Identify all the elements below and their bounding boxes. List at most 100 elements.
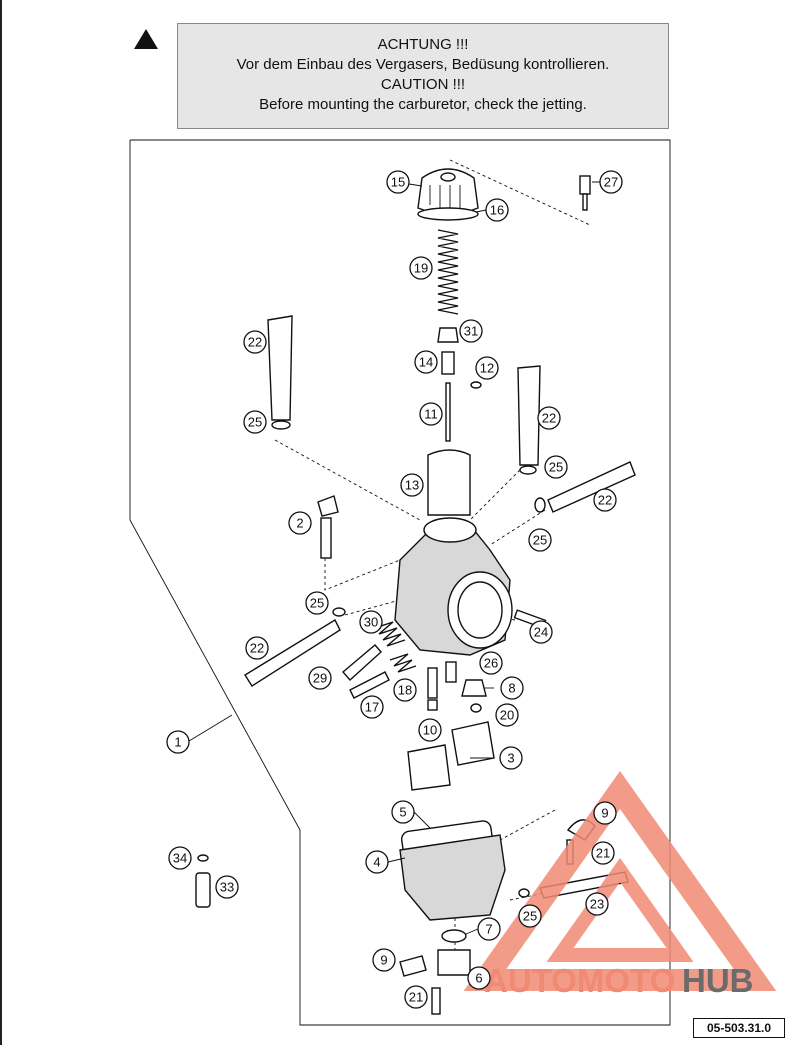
svg-text:15: 15 (391, 175, 405, 190)
svg-text:18: 18 (398, 683, 412, 698)
part-cable-adjuster (579, 175, 591, 211)
svg-text:3: 3 (507, 751, 514, 766)
part-clip-upper-left (271, 420, 291, 430)
warning-triangle-icon (134, 29, 158, 49)
part-clip-right (534, 497, 546, 513)
callout-2: 2 (288, 511, 312, 535)
svg-text:26: 26 (484, 656, 498, 671)
callout-21-upper: 21 (591, 841, 615, 865)
callout-10: 10 (418, 718, 442, 742)
svg-text:22: 22 (598, 493, 612, 508)
callout-19: 19 (409, 256, 433, 280)
warning-line-de-text: Vor dem Einbau des Vergasers, Bedüsung k… (236, 56, 610, 73)
drawing-reference-number: 05-503.31.0 (693, 1018, 785, 1038)
part-vent-hose-upper-left (267, 315, 293, 421)
callout-13: 13 (400, 473, 424, 497)
callout-7: 7 (477, 917, 501, 941)
svg-text:29: 29 (313, 671, 327, 686)
part-throttle-slide (427, 449, 471, 516)
callout-6: 6 (467, 966, 491, 990)
callout-34: 34 (168, 846, 192, 870)
callout-11: 11 (419, 402, 443, 426)
part-main-jet (427, 699, 438, 711)
callout-25-upper-left: 25 (243, 410, 267, 434)
part-adjust-screw (349, 671, 390, 699)
part-needle-holder (441, 351, 455, 375)
part-clip-upper-right (519, 465, 537, 475)
svg-text:7: 7 (485, 922, 492, 937)
svg-text:13: 13 (405, 478, 419, 493)
svg-text:11: 11 (424, 407, 438, 422)
svg-text:33: 33 (220, 880, 234, 895)
part-small-spring (374, 621, 406, 647)
svg-text:16: 16 (490, 203, 504, 218)
callout-25-right: 25 (528, 528, 552, 552)
part-needle-jet (461, 679, 487, 697)
part-sleeve (195, 872, 211, 908)
callout-22-left: 22 (245, 636, 269, 660)
callout-12: 12 (475, 356, 499, 380)
callout-27: 27 (599, 170, 623, 194)
svg-text:1: 1 (174, 735, 181, 750)
callout-25-lower: 25 (518, 904, 542, 928)
callout-26: 26 (479, 651, 503, 675)
svg-text:25: 25 (310, 596, 324, 611)
callout-5: 5 (391, 800, 415, 824)
part-jet-holder (445, 661, 457, 683)
part-clip-lower (518, 888, 530, 898)
watermark-logo (463, 771, 777, 991)
callout-24: 24 (529, 620, 553, 644)
svg-text:25: 25 (533, 533, 547, 548)
svg-text:30: 30 (364, 615, 378, 630)
svg-text:23: 23 (590, 897, 604, 912)
part-drain-plug (437, 949, 471, 976)
callout-25-upper-right: 25 (544, 455, 568, 479)
callout-9-upper: 9 (593, 801, 617, 825)
svg-text:2: 2 (296, 516, 303, 531)
callout-17: 17 (360, 695, 384, 719)
assembly-outline (129, 139, 671, 1026)
svg-text:12: 12 (480, 361, 494, 376)
watermark-text-grey: HUB (682, 962, 754, 999)
watermark-text-red: AUTOMOTO (484, 962, 675, 999)
svg-text:25: 25 (248, 415, 262, 430)
warning-line-de-title: ACHTUNG !!! (377, 36, 469, 53)
part-carb-cap (417, 168, 479, 215)
part-air-spring (389, 653, 417, 673)
callout-9-lower: 9 (372, 948, 396, 972)
part-vent-hose-upper-right (517, 365, 541, 466)
part-air-screw (342, 644, 382, 681)
part-vent-hose-right (547, 461, 636, 513)
part-idle-screw (317, 495, 339, 559)
part-spring (437, 229, 459, 315)
part-clip-left (332, 607, 346, 617)
svg-text:8: 8 (508, 681, 515, 696)
svg-text:5: 5 (399, 805, 406, 820)
svg-text:34: 34 (173, 851, 187, 866)
part-bracket-lower (399, 955, 427, 977)
callout-22-upper-left: 22 (243, 330, 267, 354)
callout-4: 4 (365, 850, 389, 874)
part-small-oring (197, 854, 209, 862)
callout-22-upper-right: 22 (537, 406, 561, 430)
svg-text:22: 22 (248, 335, 262, 350)
part-carburetor-body (394, 517, 513, 656)
svg-text:31: 31 (464, 324, 478, 339)
svg-text:22: 22 (542, 411, 556, 426)
callout-3: 3 (499, 746, 523, 770)
part-o-ring (470, 703, 482, 713)
callout-22-right: 22 (593, 488, 617, 512)
svg-text:21: 21 (409, 990, 423, 1005)
part-hose-left (244, 619, 341, 687)
part-pilot-jet (427, 667, 438, 699)
page-edge-rule (0, 0, 2, 1045)
callout-33: 33 (215, 875, 239, 899)
part-circlip (470, 381, 482, 389)
part-float-bowl (399, 834, 506, 921)
callout-15: 15 (386, 170, 410, 194)
svg-text:14: 14 (419, 355, 433, 370)
warning-line-en-text: Before mounting the carburetor, check th… (259, 96, 587, 113)
part-cap-gasket (417, 207, 479, 221)
warning-line-en-title: CAUTION !!! (380, 76, 466, 93)
callout-18: 18 (393, 678, 417, 702)
